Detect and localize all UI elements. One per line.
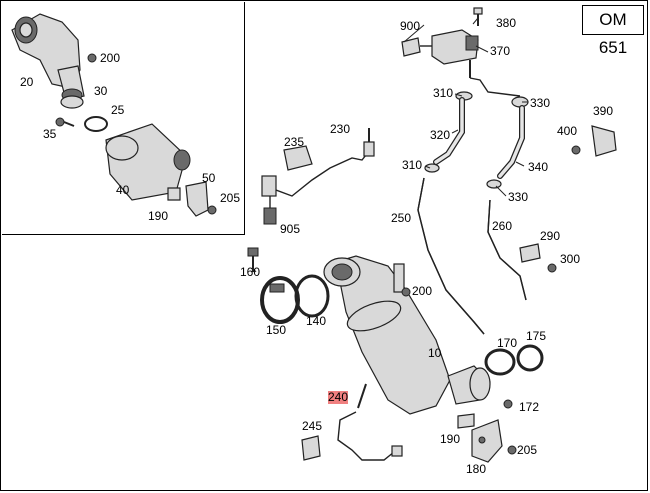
inset-detail-box xyxy=(2,2,245,235)
bracket-290 xyxy=(519,243,541,263)
bracket-390 xyxy=(591,125,617,157)
inset-turbo-flange xyxy=(11,13,85,102)
nut-200b xyxy=(401,287,411,297)
callout-40: 40 xyxy=(116,183,130,197)
callout-160: 160 xyxy=(240,265,261,279)
callout-200: 200 xyxy=(100,51,121,65)
callout-900: 900 xyxy=(400,19,421,33)
temp-sensor-230 xyxy=(267,128,375,197)
bracket-180 xyxy=(471,419,503,463)
callout-190-b: 190 xyxy=(440,432,461,446)
callout-205-b: 205 xyxy=(517,443,538,457)
callout-330-b: 330 xyxy=(508,190,529,204)
callout-190: 190 xyxy=(148,209,169,223)
pressure-sensor-370 xyxy=(431,29,479,78)
clamp-170 xyxy=(484,348,516,376)
callout-20: 20 xyxy=(20,75,34,89)
hose-320 xyxy=(433,97,465,165)
bolt-172 xyxy=(503,399,513,409)
callout-310-b: 310 xyxy=(402,158,423,172)
bolt-205b xyxy=(507,445,517,455)
callout-300: 300 xyxy=(560,252,581,266)
inset-clamp-30 xyxy=(60,95,84,109)
callout-150: 150 xyxy=(266,323,287,337)
holder-235 xyxy=(283,145,313,171)
engine-badge: OM 651 xyxy=(582,5,644,57)
pipe-260 xyxy=(487,199,527,301)
callout-290: 290 xyxy=(540,229,561,243)
callout-140: 140 xyxy=(306,314,327,328)
hose-340 xyxy=(497,105,525,179)
callout-200-b: 200 xyxy=(412,284,433,298)
callout-260: 260 xyxy=(492,219,513,233)
callout-35: 35 xyxy=(43,127,57,141)
bolt-300 xyxy=(547,263,557,273)
clamp-330b xyxy=(486,179,502,189)
callout-230: 230 xyxy=(330,122,351,136)
inset-bolt-205 xyxy=(207,205,217,215)
bolt-160 xyxy=(247,247,259,272)
callout-330: 330 xyxy=(530,96,551,110)
clamp-150 xyxy=(260,276,300,324)
holder-245 xyxy=(301,435,321,461)
temp-sensor-240 xyxy=(337,383,403,461)
washer-190b xyxy=(457,413,475,429)
callout-905: 905 xyxy=(280,222,301,236)
callout-175: 175 xyxy=(526,329,547,343)
clamp-310b xyxy=(424,163,440,173)
clamp-175 xyxy=(516,344,544,372)
callout-10: 10 xyxy=(428,346,442,360)
callout-370: 370 xyxy=(490,44,511,58)
gasket-140 xyxy=(294,274,330,318)
leader-lines xyxy=(252,17,528,273)
pipe-250 xyxy=(417,177,485,335)
callout-310: 310 xyxy=(433,86,454,100)
callout-400: 400 xyxy=(557,124,578,138)
inset-bolt-35 xyxy=(55,117,75,127)
callout-250: 250 xyxy=(391,211,412,225)
callout-240-highlighted[interactable]: 240 xyxy=(328,390,349,404)
callout-170: 170 xyxy=(497,336,518,350)
inset-nut-200 xyxy=(87,53,97,63)
particulate-filter-10 xyxy=(323,255,491,415)
inset-gasket-25 xyxy=(84,116,108,132)
inset-bracket-50 xyxy=(185,181,209,217)
callout-50: 50 xyxy=(202,171,216,185)
callout-245: 245 xyxy=(302,419,323,433)
callout-340: 340 xyxy=(528,160,549,174)
connector-905 xyxy=(261,175,277,225)
callout-30: 30 xyxy=(94,84,108,98)
callout-390: 390 xyxy=(593,104,614,118)
callout-25: 25 xyxy=(111,103,125,117)
callout-320: 320 xyxy=(430,128,451,142)
callout-180: 180 xyxy=(466,462,487,476)
inset-washer-190 xyxy=(167,187,181,201)
bolt-400 xyxy=(571,145,581,155)
callout-205: 205 xyxy=(220,191,241,205)
clip-900 xyxy=(401,37,421,57)
callout-172: 172 xyxy=(519,400,540,414)
callout-380: 380 xyxy=(496,16,517,30)
callout-235: 235 xyxy=(284,135,305,149)
bolt-380 xyxy=(473,7,483,26)
